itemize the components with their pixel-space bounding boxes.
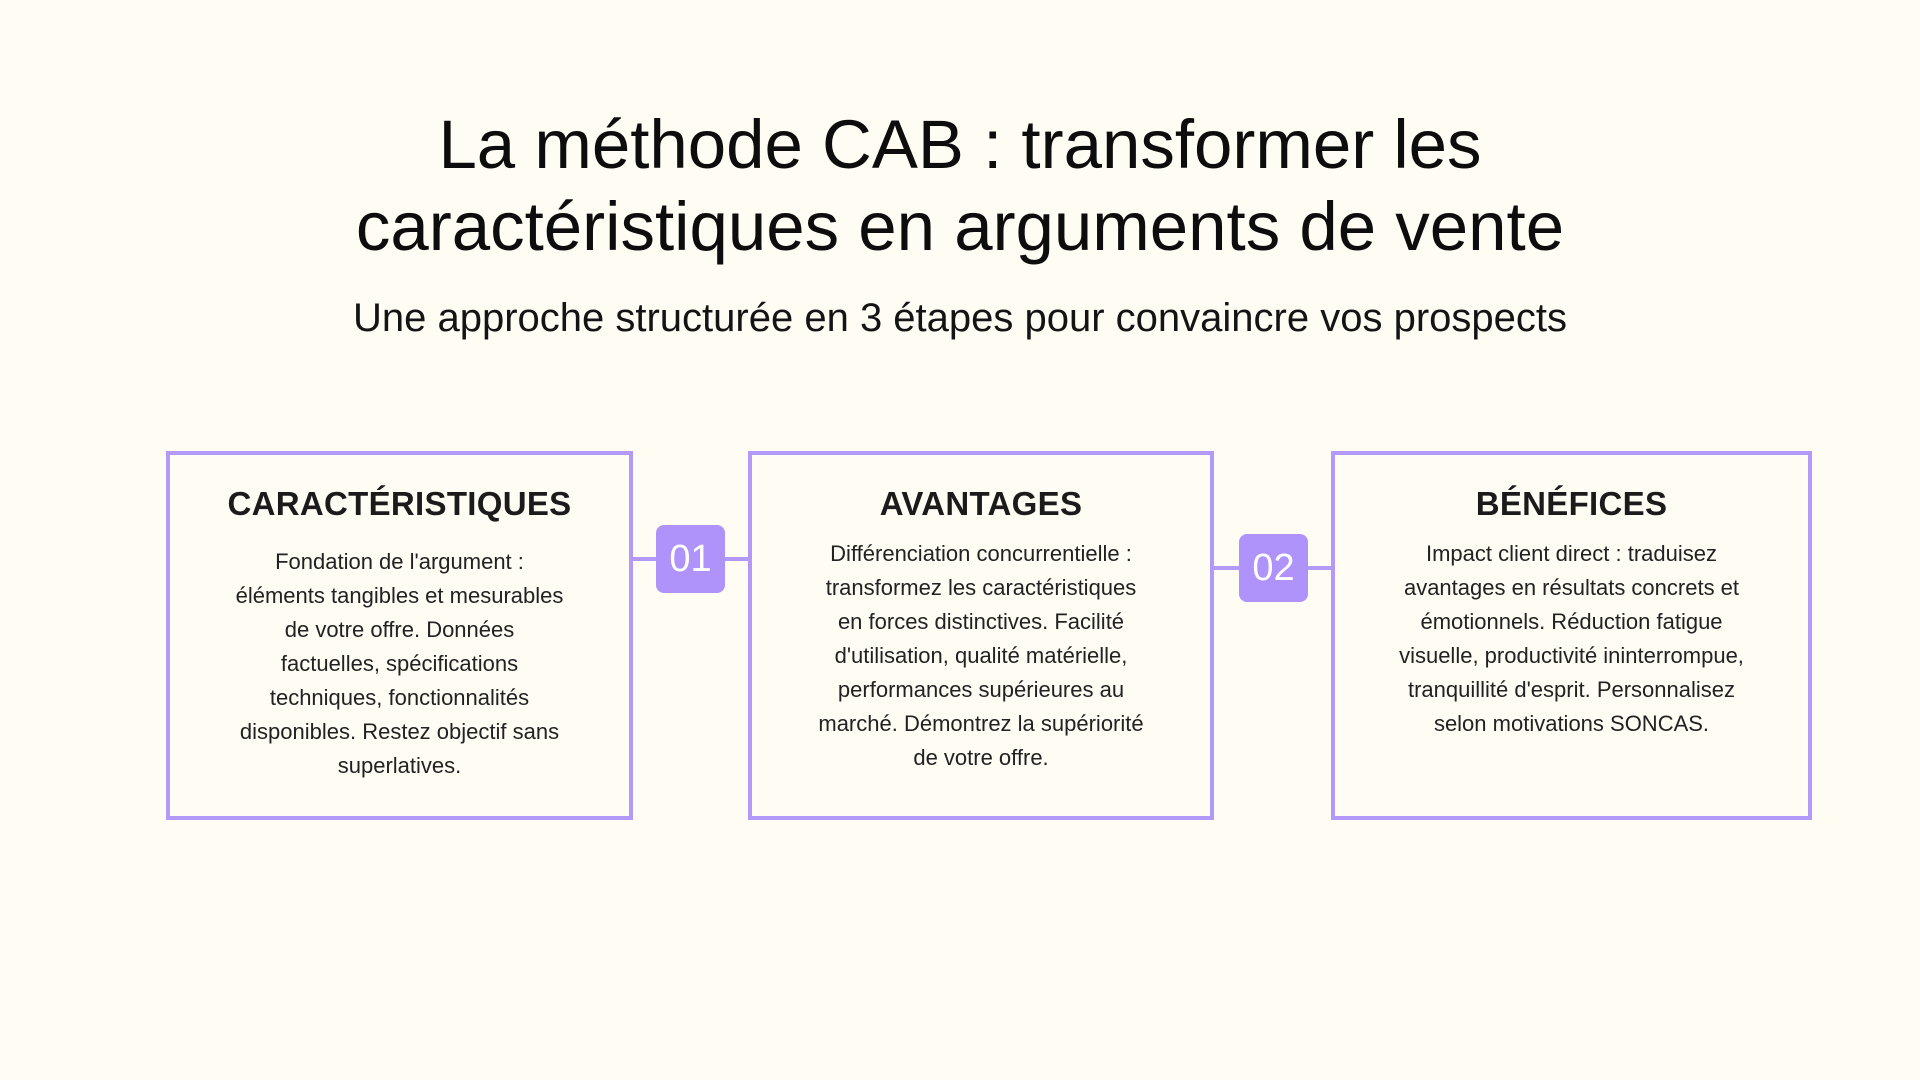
description-line: en forces distinctives. Facilité: [837, 609, 1125, 634]
step-heading: BÉNÉFICES: [1475, 485, 1668, 522]
description-line: transformez les caractéristiques: [825, 575, 1137, 600]
description-line: tranquillité d'esprit. Personnalisez: [1407, 677, 1736, 702]
step-description: Impact client direct : traduisez avantag…: [1359, 537, 1784, 741]
description-line: éléments tangibles et mesurables: [235, 583, 564, 608]
page-subtitle: Une approche structurée en 3 étapes pour…: [352, 296, 1568, 340]
title-line: La méthode CAB : transformer les: [438, 106, 1482, 183]
description-line: Impact client direct : traduisez: [1425, 541, 1717, 566]
description-line: marché. Démontrez la supériorité: [818, 711, 1144, 736]
description-line: de votre offre.: [913, 745, 1049, 770]
description-line: avantages en résultats concrets et: [1403, 575, 1740, 600]
step-heading: CARACTÉRISTIQUES: [227, 485, 572, 522]
step-heading: AVANTAGES: [879, 485, 1083, 522]
step-description: Fondation de l'argument : éléments tangi…: [194, 545, 605, 783]
description-line: visuelle, productivité ininterrompue,: [1399, 643, 1744, 668]
title-line: caractéristiques en arguments de vente: [355, 188, 1565, 265]
description-line: superlatives.: [337, 753, 462, 778]
description-line: de votre offre. Données: [284, 617, 515, 642]
step-card-avantages: AVANTAGES Différenciation concurrentiell…: [748, 451, 1214, 820]
description-line: d'utilisation, qualité matérielle,: [834, 643, 1128, 668]
step-number-badge: 01: [656, 525, 725, 593]
description-line: disponibles. Restez objectif sans: [239, 719, 560, 744]
description-line: selon motivations SONCAS.: [1433, 711, 1710, 736]
description-line: techniques, fonctionnalités: [269, 685, 530, 710]
description-line: émotionnels. Réduction fatigue: [1420, 609, 1723, 634]
step-card-benefices: BÉNÉFICES Impact client direct : traduis…: [1331, 451, 1812, 820]
description-line: Fondation de l'argument :: [275, 549, 524, 574]
step-card-caracteristiques: CARACTÉRISTIQUES Fondation de l'argument…: [166, 451, 633, 820]
step-number-badge: 02: [1239, 534, 1308, 602]
description-line: performances supérieures au: [837, 677, 1125, 702]
description-line: factuelles, spécifications: [280, 651, 519, 676]
page-title: La méthode CAB : transformer les caracté…: [0, 104, 1920, 268]
description-line: Différenciation concurrentielle :: [830, 541, 1132, 566]
step-description: Différenciation concurrentielle : transf…: [776, 537, 1186, 775]
